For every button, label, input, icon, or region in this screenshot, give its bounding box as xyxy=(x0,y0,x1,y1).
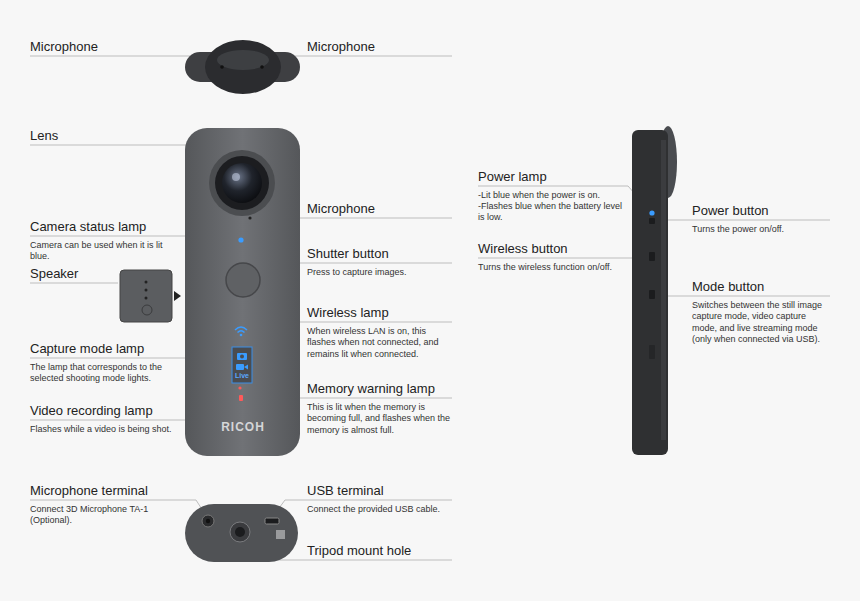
lens-glass xyxy=(222,163,262,203)
part-name: Tripod mount hole xyxy=(307,543,411,559)
leader-line xyxy=(30,283,118,284)
part-description: Turns the power on/off. xyxy=(692,224,832,235)
leader-line xyxy=(478,258,650,259)
lens-bezel xyxy=(209,150,275,216)
wireless-button xyxy=(649,252,655,261)
mic-hole xyxy=(220,65,224,69)
tripod-hole xyxy=(230,522,250,542)
lens-ring xyxy=(215,156,269,210)
pointer-arrow xyxy=(174,291,181,301)
part-name: Mode button xyxy=(692,279,764,295)
memory-lamp xyxy=(239,395,243,401)
part-description: The lamp that corresponds to the selecte… xyxy=(30,362,180,385)
part-name: Microphone xyxy=(30,39,98,55)
lens-glint xyxy=(232,173,240,181)
part-name: Speaker xyxy=(30,266,78,282)
mic-terminal xyxy=(202,515,214,527)
part-name: Wireless button xyxy=(478,241,568,257)
part-name: Microphone xyxy=(307,201,375,217)
qr-mark xyxy=(276,530,285,539)
part-name: Video recording lamp xyxy=(30,403,153,419)
capture-mode-box xyxy=(232,347,252,383)
brand-marking: RICOH xyxy=(203,420,283,435)
mode-marking: Live xyxy=(232,372,252,381)
lens-dome xyxy=(205,40,281,94)
part-description: Switches between the still image capture… xyxy=(692,300,832,345)
part-name: Wireless lamp xyxy=(307,305,389,321)
speaker-inset xyxy=(120,270,181,322)
part-name: Memory warning lamp xyxy=(307,381,435,397)
top-view xyxy=(185,40,300,94)
part-description: Press to capture images. xyxy=(307,267,462,278)
part-description: Turns the wireless function on/off. xyxy=(478,262,643,273)
leader-line xyxy=(656,220,830,221)
leader-line xyxy=(656,296,830,297)
part-description: Flashes while a video is being shot. xyxy=(30,424,195,435)
front-view xyxy=(185,128,300,456)
still-icon xyxy=(237,353,247,360)
dome-highlight xyxy=(217,50,269,70)
part-description: This is lit when the memory is becoming … xyxy=(307,402,455,436)
wireless-dot xyxy=(240,334,243,337)
video-icon-tip xyxy=(244,365,248,370)
speaker-panel xyxy=(120,270,172,322)
part-name: Microphone xyxy=(307,39,375,55)
side-view xyxy=(632,126,677,455)
camera-body xyxy=(185,128,300,456)
recording-lamp xyxy=(238,386,241,389)
shutter-button xyxy=(226,263,260,297)
mic-hole xyxy=(260,65,264,69)
part-name: Camera status lamp xyxy=(30,219,146,235)
part-description: Camera can be used when it is lit blue. xyxy=(30,240,165,263)
wireless-icon xyxy=(235,327,247,333)
status-lamp xyxy=(238,237,243,242)
part-name: Shutter button xyxy=(307,246,389,262)
power-lamp xyxy=(649,210,654,215)
camera-bottom xyxy=(185,504,298,562)
still-icon-lens xyxy=(240,355,244,359)
video-icon xyxy=(236,364,244,370)
camera-side xyxy=(632,130,668,455)
part-description: Connect 3D Microphone TA-1 (Optional). xyxy=(30,504,180,527)
part-description: -Flashes blue when the battery level is … xyxy=(478,201,623,224)
power-button xyxy=(649,218,655,224)
part-description: Connect the provided USB cable. xyxy=(307,504,472,515)
part-name: Capture mode lamp xyxy=(30,341,144,357)
mic-hole xyxy=(248,216,251,219)
part-name: Microphone terminal xyxy=(30,483,148,499)
part-name: Power lamp xyxy=(478,169,547,185)
part-name: Power button xyxy=(692,203,769,219)
part-description: -Lit blue when the power is on. xyxy=(478,190,628,201)
usb-port xyxy=(265,518,279,524)
part-name: USB terminal xyxy=(307,483,384,499)
bottom-view xyxy=(185,504,298,562)
part-description: When wireless LAN is on, this flashes wh… xyxy=(307,326,455,360)
part-name: Lens xyxy=(30,128,58,144)
mode-button xyxy=(649,290,655,299)
